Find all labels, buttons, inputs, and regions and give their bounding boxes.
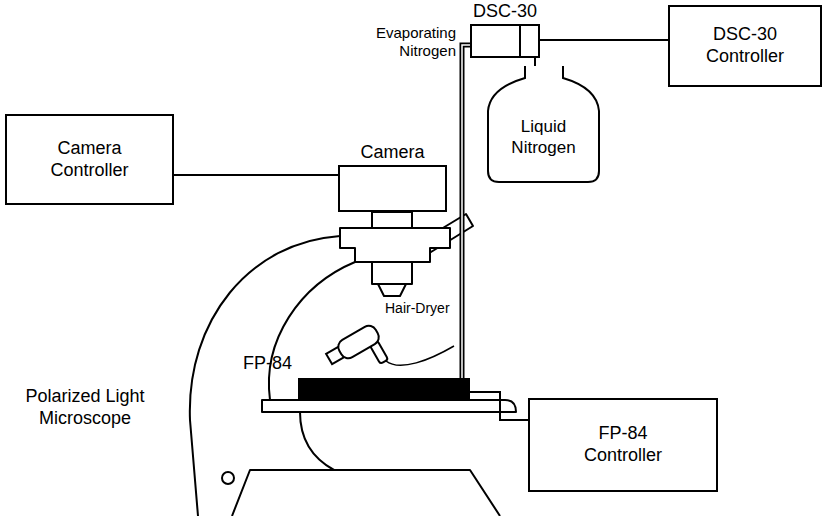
microscope-head bbox=[340, 228, 450, 262]
controller-box: DSC-30 Controller bbox=[668, 5, 822, 87]
dewar-bottle: Liquid Nitrogen bbox=[485, 66, 602, 184]
tube-label: Evaporating Nitrogen bbox=[346, 24, 456, 60]
microscope-objective bbox=[378, 284, 406, 296]
box-label: FP-84 Controller bbox=[568, 423, 678, 467]
hair-dryer-cord bbox=[386, 346, 454, 365]
controller-box: Camera Controller bbox=[5, 114, 174, 205]
controller-box: FP-84 Controller bbox=[528, 398, 718, 492]
microscope-base bbox=[232, 470, 500, 516]
hot-stage: FP-84 bbox=[298, 378, 470, 400]
cable-line bbox=[470, 392, 528, 420]
connector-line bbox=[540, 39, 668, 41]
hair-dryer-body bbox=[335, 323, 381, 361]
connector-line bbox=[470, 392, 528, 420]
box-label: Liquid Nitrogen bbox=[494, 117, 594, 158]
cooling-unit: DSC-30 bbox=[470, 24, 540, 58]
hair-dryer-icon bbox=[324, 323, 392, 385]
cable-line bbox=[535, 58, 536, 66]
part-label: Hair-Dryer bbox=[385, 300, 450, 317]
unit-detail bbox=[472, 26, 538, 56]
microscope-stage-support bbox=[300, 412, 334, 470]
nitrogen-tube bbox=[462, 45, 470, 378]
microscope-tube bbox=[372, 262, 412, 284]
heading-label: Camera bbox=[360, 142, 424, 164]
cable-line bbox=[174, 175, 338, 176]
connector-line bbox=[534, 58, 536, 66]
cable-line bbox=[540, 40, 668, 41]
box-label: Camera Controller bbox=[35, 138, 145, 182]
heading-label: FP-84 bbox=[243, 353, 292, 375]
microscope-body bbox=[190, 212, 516, 516]
connector-line bbox=[462, 45, 470, 378]
instrument-label: Polarized Light Microscope bbox=[5, 386, 165, 429]
camera-adapter bbox=[372, 212, 412, 228]
box-label: DSC-30 Controller bbox=[690, 24, 800, 68]
bottle-outline-path bbox=[488, 66, 599, 182]
tube-inner bbox=[462, 45, 470, 378]
focus-knob bbox=[222, 472, 234, 484]
microscope-stage bbox=[262, 400, 516, 412]
unit-divider bbox=[519, 26, 521, 56]
heading-label: DSC-30 bbox=[473, 1, 537, 23]
camera-box: Camera bbox=[338, 165, 447, 212]
microscope-arm-outer bbox=[190, 236, 340, 516]
connector-line bbox=[174, 174, 338, 176]
